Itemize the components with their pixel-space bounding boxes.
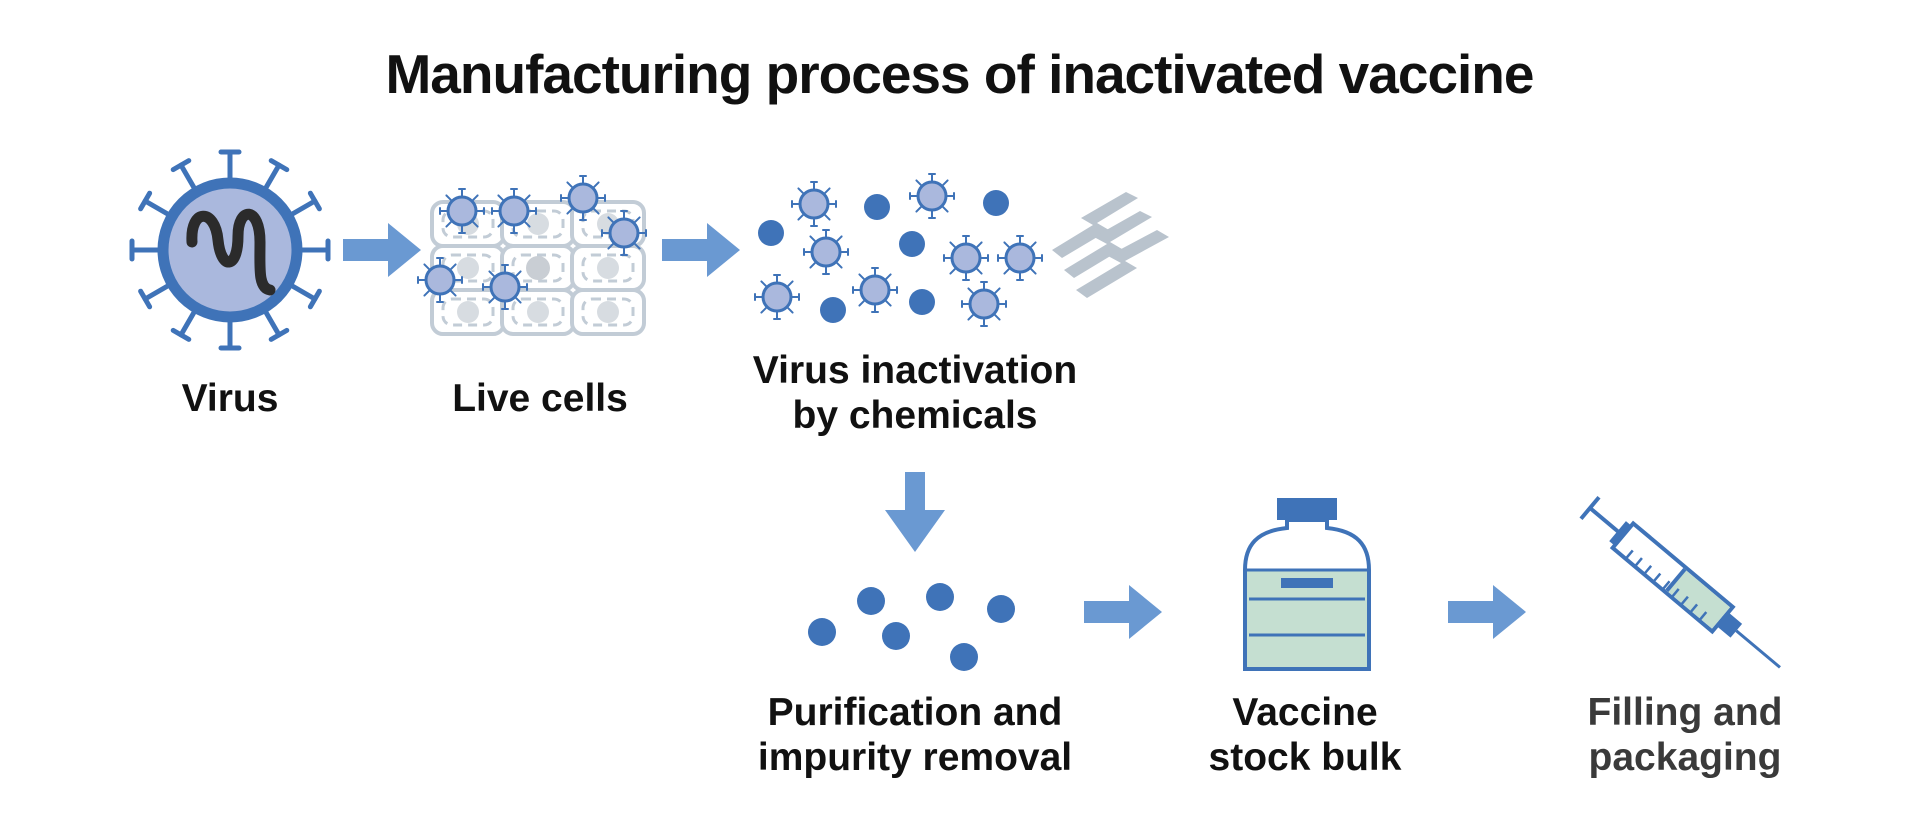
step-label-line: Vaccine bbox=[1232, 691, 1378, 734]
diagram-title: Manufacturing process of inactivated vac… bbox=[385, 43, 1534, 105]
live-cells-icon bbox=[416, 174, 648, 336]
arrow-right-icon bbox=[662, 223, 740, 277]
step-label-line: packaging bbox=[1588, 736, 1782, 779]
chemical-bolt-icon bbox=[1052, 192, 1169, 298]
step-label-filling: Filling and packaging bbox=[1545, 690, 1825, 780]
step-label-line: stock bulk bbox=[1208, 736, 1402, 779]
inactivated-virus-cluster-icon bbox=[753, 172, 1044, 328]
arrow-right-icon bbox=[343, 223, 421, 277]
virus-icon bbox=[129, 149, 331, 351]
step-label-purification: Purification and impurity removal bbox=[730, 690, 1100, 780]
syringe-icon bbox=[1579, 495, 1781, 669]
step-label-virus: Virus bbox=[130, 376, 330, 421]
arrow-down-icon bbox=[885, 472, 945, 552]
rna-strand-icon bbox=[186, 208, 276, 296]
step-label-line: Virus bbox=[181, 377, 279, 420]
arrow-right-icon bbox=[1448, 585, 1526, 639]
step-label-line: by chemicals bbox=[792, 394, 1038, 437]
step-label-line: impurity removal bbox=[757, 736, 1073, 779]
step-label-line: Live cells bbox=[452, 377, 628, 420]
purified-antigen-icon bbox=[808, 583, 1015, 671]
arrow-right-icon bbox=[1084, 585, 1162, 639]
step-label-live-cells: Live cells bbox=[420, 376, 660, 421]
step-label-inactivation: Virus inactivation by chemicals bbox=[730, 348, 1100, 438]
step-label-line: Filling and bbox=[1587, 691, 1783, 734]
vaccine-bottle-icon bbox=[1243, 498, 1371, 671]
step-label-line: Purification and bbox=[767, 691, 1063, 734]
step-label-bulk: Vaccine stock bulk bbox=[1165, 690, 1445, 780]
step-label-line: Virus inactivation bbox=[752, 349, 1078, 392]
